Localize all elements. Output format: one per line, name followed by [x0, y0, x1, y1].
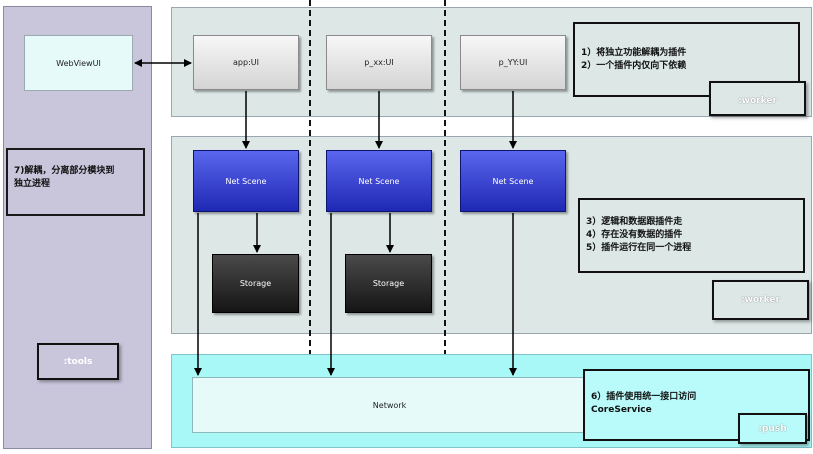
note-bottom-line-1: 6）插件使用统一接口访问: [591, 392, 697, 402]
note-decouple-process: 7)解耦，分离部分模块到 独立进程: [6, 148, 145, 216]
note-left-line-1: 7)解耦，分离部分模块到: [14, 166, 115, 176]
storage-node-app: Storage: [212, 254, 299, 313]
note-middle-line-1: 3）逻辑和数据跟插件走: [586, 217, 683, 227]
note-left-line-2: 独立进程: [14, 179, 51, 189]
note-logic-data: 3）逻辑和数据跟插件走 4）存在没有数据的插件 5）插件运行在同一个进程: [578, 198, 805, 273]
webview-ui-node: WebViewUI: [24, 35, 133, 91]
network-node: Network: [192, 377, 587, 433]
note-bottom-line-2: CoreService: [591, 405, 652, 415]
worker-process-tag-middle: :worker: [712, 280, 809, 320]
worker-process-tag-top: :worker: [709, 81, 806, 116]
note-middle-line-2: 4）存在没有数据的插件: [586, 230, 683, 240]
storage-label-1: Storage: [239, 279, 272, 288]
note-top-line-2: 2）一个插件内仅向下依赖: [581, 60, 687, 71]
net-scene-node-app: Net Scene: [193, 150, 299, 212]
net-scene-label-1: Net Scene: [225, 176, 267, 186]
note-middle-line-3: 5）插件运行在同一个进程: [586, 243, 692, 253]
net-scene-node-p-yy: Net Scene: [460, 150, 566, 212]
tools-process-tag: :tools: [37, 343, 119, 380]
network-label: Network: [372, 400, 407, 410]
app-ui-label: app:UI: [233, 58, 259, 67]
note-top-line-1: 1）将独立功能解耦为插件: [581, 47, 687, 58]
p-xx-ui-label: p_xx:UI: [364, 58, 394, 67]
note-plugin-decouple: 1）将独立功能解耦为插件 2）一个插件内仅向下依赖: [573, 22, 800, 97]
webview-ui-label: WebViewUI: [56, 58, 101, 68]
storage-label-2: Storage: [372, 279, 405, 288]
net-scene-node-p-xx: Net Scene: [326, 150, 432, 212]
tools-tag-label: :tools: [63, 356, 93, 367]
worker-top-label: :worker: [738, 96, 777, 106]
net-scene-label-2: Net Scene: [358, 176, 400, 186]
p-yy-ui-node: p_YY:UI: [460, 35, 566, 90]
storage-node-p-xx: Storage: [345, 254, 432, 313]
p-xx-ui-node: p_xx:UI: [326, 35, 432, 90]
push-process-tag: :push: [738, 413, 807, 444]
worker-middle-label: :worker: [741, 295, 780, 305]
net-scene-label-3: Net Scene: [492, 176, 534, 186]
note-core-service: 6）插件使用统一接口访问 CoreService: [583, 369, 810, 441]
p-yy-ui-label: p_YY:UI: [498, 58, 528, 67]
push-tag-label: :push: [758, 423, 787, 434]
app-ui-node: app:UI: [193, 35, 299, 90]
